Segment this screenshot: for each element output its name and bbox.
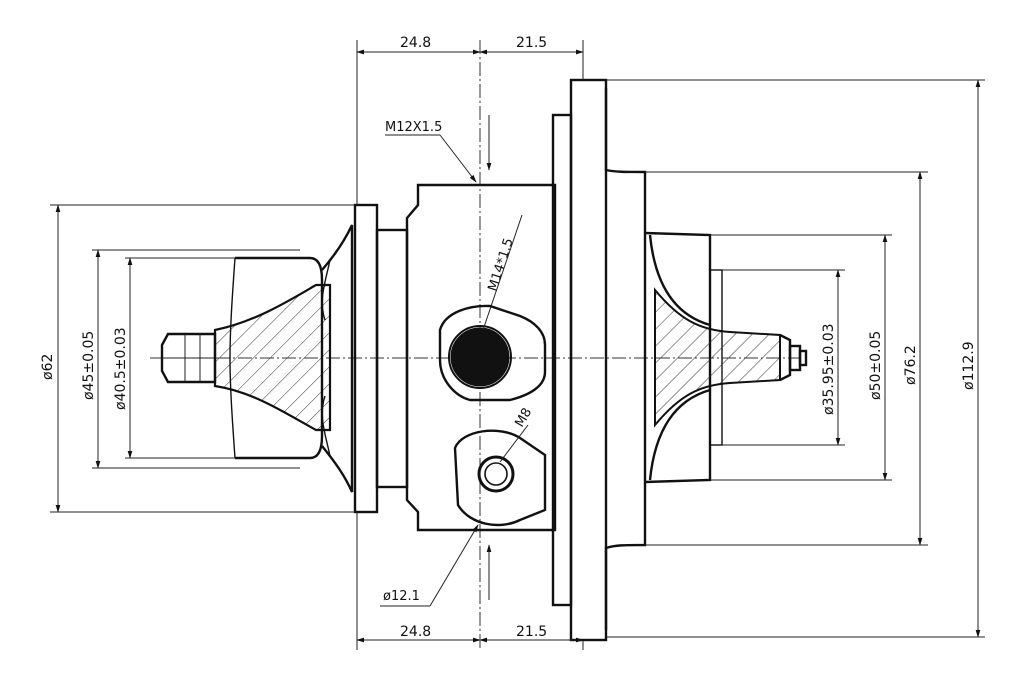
top-dimensions: [356, 40, 584, 205]
m8-leader: [499, 424, 529, 463]
m8-threaded-hole: [477, 455, 515, 493]
m12-leader: [385, 115, 492, 183]
top-left-dim-label: 24.8: [400, 35, 431, 51]
left-outer-dia-label: ø62: [40, 354, 56, 380]
bottom-left-dim-label: 24.8: [400, 624, 431, 640]
turbine-flange: [551, 78, 647, 642]
bore-label: ø12.1: [383, 589, 420, 604]
bottom-right-dim-label: 21.5: [516, 624, 547, 640]
right-inner-dia-label: ø35.95±0.03: [821, 323, 837, 415]
bearing-housing: [405, 183, 557, 532]
left-mid-dia-label: ø45±0.05: [81, 331, 97, 400]
left-dimensions: [50, 204, 355, 513]
flange-dia-label: ø112.9: [961, 341, 977, 390]
m8-label: M8: [512, 406, 535, 430]
right-mid-dia-label: ø50±0.05: [868, 331, 884, 400]
turbine-wheel: [644, 231, 808, 484]
right-dimensions: [606, 79, 985, 638]
left-inner-dia-label: ø40.5±0.03: [113, 327, 129, 410]
oil-inlet-port: [450, 327, 510, 387]
top-right-dim-label: 21.5: [516, 35, 547, 51]
m14-label: M14*1.5: [486, 236, 517, 293]
m14-leader: [482, 214, 523, 331]
bottom-dimensions: [356, 512, 584, 650]
right-outer-dia-label: ø76.2: [903, 345, 919, 385]
bore-leader: [380, 524, 492, 607]
m12-label: M12X1.5: [385, 120, 442, 135]
compressor-wheel: [160, 224, 354, 493]
